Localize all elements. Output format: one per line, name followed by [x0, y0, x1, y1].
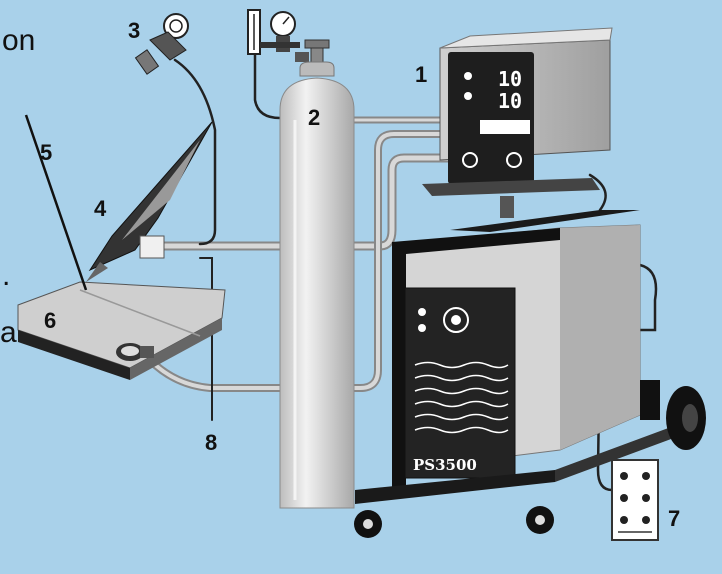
- control-unit: 10 10 1: [415, 27, 613, 218]
- label-3: 3: [128, 18, 140, 43]
- label-1: 1: [415, 62, 427, 87]
- ground-clamp: [116, 343, 154, 361]
- label-6: 6: [44, 308, 56, 333]
- label-5: 5: [40, 140, 52, 165]
- filler-rod: [24, 114, 88, 291]
- top-cable-loop: [588, 173, 607, 212]
- workpiece: 6: [17, 281, 226, 380]
- display-line-1: 10: [498, 67, 522, 91]
- flow-regulator: [247, 9, 300, 55]
- brand-label: PS3500: [413, 456, 477, 474]
- gas-cylinder: 2: [279, 39, 355, 509]
- label-2: 2: [308, 105, 320, 130]
- power-source-cart: PS3500: [354, 210, 706, 538]
- remote-control: 7: [611, 459, 680, 541]
- slide-text-fragment-mid: .: [2, 259, 10, 292]
- slide-text-fragment-low: a: [0, 316, 17, 349]
- label-8: 8: [205, 430, 217, 455]
- tig-torch: 4: [86, 121, 213, 282]
- regulator-hose: [173, 58, 217, 246]
- display-line-2: 10: [498, 89, 522, 113]
- cable-8-line: [199, 257, 213, 421]
- regulator-item-3: 3: [128, 13, 189, 75]
- hoses: [146, 53, 658, 492]
- label-7: 7: [668, 506, 680, 531]
- slide-text-fragment-top: on: [2, 24, 35, 57]
- label-4: 4: [94, 196, 107, 221]
